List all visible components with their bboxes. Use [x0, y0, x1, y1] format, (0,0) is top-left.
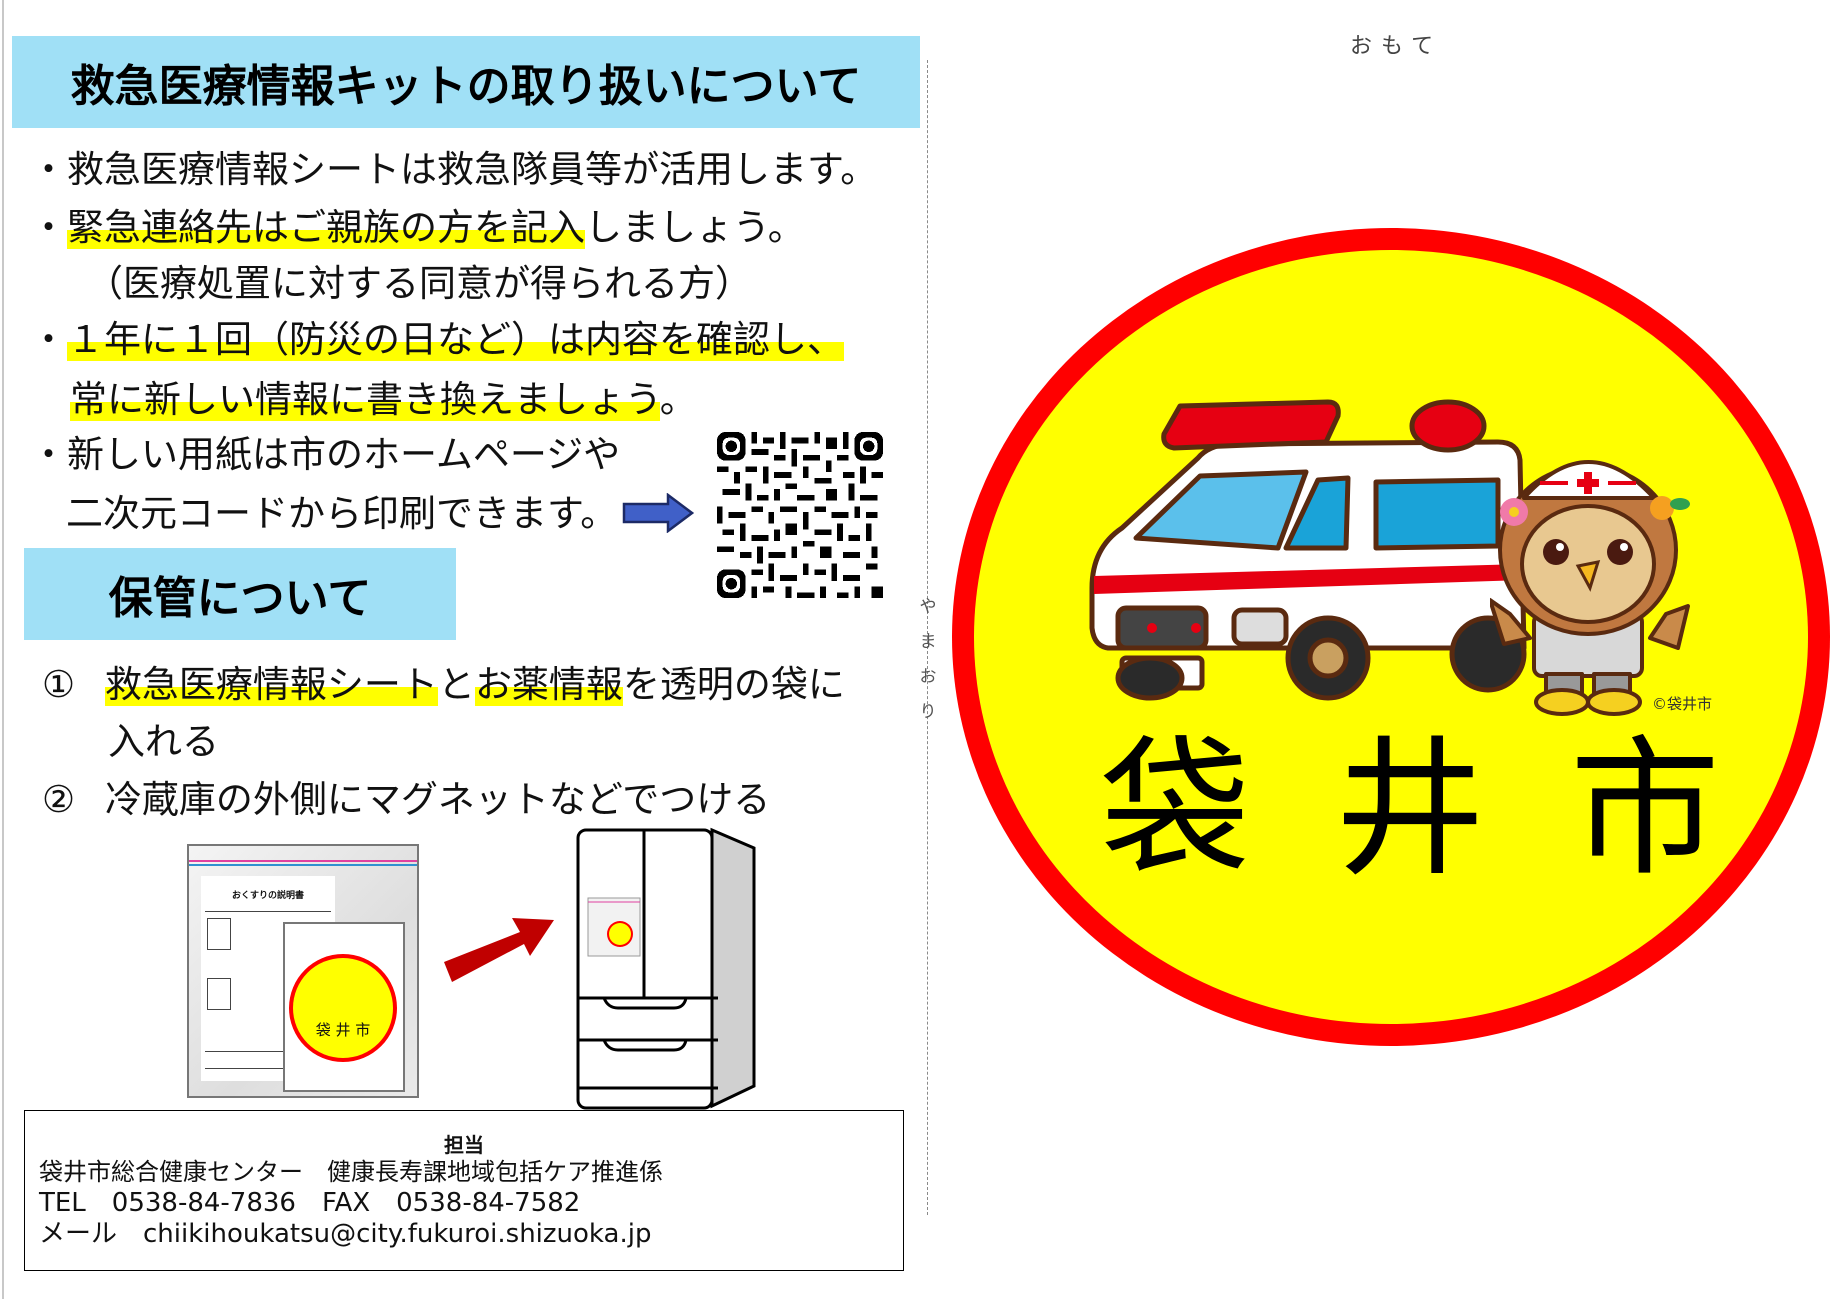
copyright-text: ©袋井市: [1652, 695, 1713, 713]
sticker-text: 袋 井 市: [293, 958, 393, 1058]
qr-code-icon[interactable]: [715, 432, 885, 598]
red-arrow-icon: [444, 918, 554, 982]
fold-line: [927, 60, 928, 1215]
contact-organization: 袋井市総合健康センター 健康長寿課地域包括ケア推進係: [39, 1158, 663, 1186]
step-number: ①: [42, 663, 76, 706]
bullet-mark: ・: [30, 206, 67, 249]
bullet-mark: ・: [30, 433, 67, 476]
highlighted-text: 常に新しい情報に書き換えましょう: [70, 378, 660, 421]
ambulance-illustration: [1089, 399, 1527, 701]
medicine-bag-illustration: おくすりの説明書 袋 井 市: [187, 844, 419, 1098]
bullet-line-3: （医療処置に対する同意が得られる方）: [86, 262, 752, 306]
step-text: を透明の袋に: [622, 663, 845, 706]
storage-title-banner: 保管について: [24, 548, 456, 640]
city-name: 袋 井 市: [1100, 735, 1720, 885]
bullet-text: しましょう。: [585, 206, 805, 249]
bullet-mark: ・: [30, 318, 67, 361]
step-1-continued: 入れる: [108, 720, 219, 764]
city-char: 市: [1569, 723, 1720, 897]
bullet-text: 。: [659, 378, 697, 421]
page-edge: [2, 0, 4, 1299]
bullet-line-6: ・新しい用紙は市のホームページや: [30, 433, 620, 477]
step-number: ②: [42, 778, 76, 821]
highlighted-text: お薬情報: [474, 663, 623, 706]
refrigerator-illustration: [576, 827, 756, 1110]
step-text: と: [437, 663, 475, 706]
bullet-text: 新しい用紙は市のホームページや: [67, 433, 621, 476]
bullet-line-5: 常に新しい情報に書き換えましょう。: [70, 378, 697, 422]
bullet-line-7: 二次元コードから印刷できます。: [66, 492, 617, 536]
owl-mascot-illustration: [1490, 460, 1690, 716]
sticker-in-bag: 袋 井 市: [283, 922, 405, 1092]
city-char: 井: [1334, 723, 1485, 897]
highlighted-text: １年に１回（防災の日など）は内容を確認し、: [67, 318, 844, 361]
bullet-text: （医療処置に対する同意が得られる方）: [86, 262, 752, 305]
bullet-text: 救急医療情報シートは救急隊員等が活用します。: [67, 148, 878, 191]
fold-label-char: お: [919, 667, 937, 687]
contact-email[interactable]: メール chiikihoukatsu@city.fukuroi.shizuoka…: [39, 1219, 652, 1249]
contact-phone-fax: TEL 0538-84-7836 FAX 0538-84-7582: [39, 1188, 581, 1218]
main-title: 救急医療情報キットの取り扱いについて: [70, 61, 862, 112]
fold-label-char: や: [919, 597, 937, 617]
main-title-banner: 救急医療情報キットの取り扱いについて: [12, 36, 920, 128]
highlighted-text: 緊急連絡先はご親族の方を記入: [67, 206, 585, 249]
step-text: 入れる: [108, 720, 219, 763]
front-side-label: おもて: [1350, 34, 1443, 59]
contact-box: 担当 袋井市総合健康センター 健康長寿課地域包括ケア推進係 TEL 0538-8…: [24, 1110, 904, 1271]
step-text: 冷蔵庫の外側にマグネットなどでつける: [104, 778, 771, 821]
step-1: ① 救急医療情報シートとお薬情報を透明の袋に: [42, 663, 845, 707]
city-char: 袋: [1100, 723, 1251, 897]
highlighted-text: 救急医療情報シート: [104, 663, 438, 706]
fold-label-char: り: [919, 702, 937, 722]
bullet-text: 二次元コードから印刷できます。: [66, 492, 618, 535]
bullet-mark: ・: [30, 148, 67, 191]
storage-title: 保管について: [108, 573, 372, 624]
fold-label: や ま お り: [916, 592, 940, 722]
bag-document-label: おくすりの説明書: [231, 891, 304, 901]
bullet-line-4: ・１年に１回（防災の日など）は内容を確認し、: [30, 318, 844, 362]
bullet-line-2: ・緊急連絡先はご親族の方を記入しましょう。: [30, 206, 805, 250]
bullet-line-1: ・救急医療情報シートは救急隊員等が活用します。: [30, 148, 877, 192]
fold-label-char: ま: [919, 632, 937, 652]
contact-title: 担当: [444, 1133, 484, 1157]
right-arrow-icon: [622, 493, 694, 533]
step-2: ② 冷蔵庫の外側にマグネットなどでつける: [42, 778, 770, 822]
